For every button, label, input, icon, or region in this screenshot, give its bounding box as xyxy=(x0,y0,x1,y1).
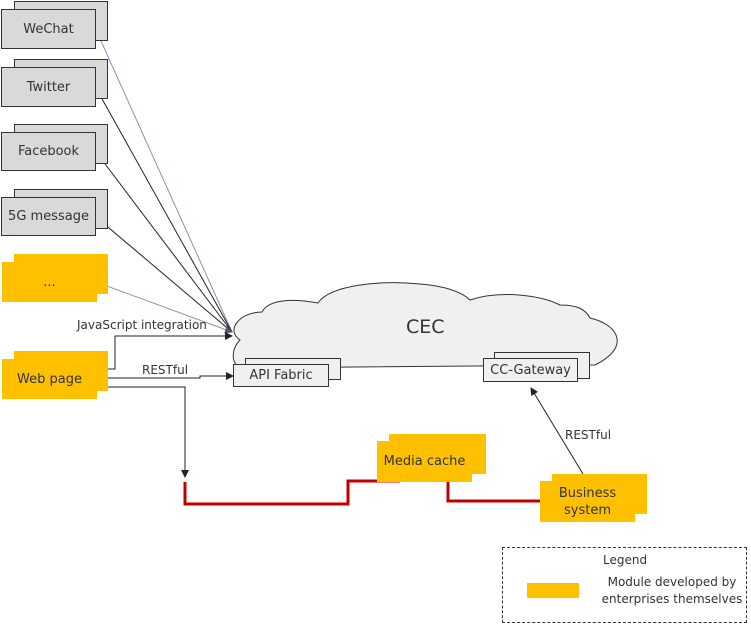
link-red-media xyxy=(183,479,400,506)
edge-label-js: JavaScript integration xyxy=(77,318,207,332)
channel-label: Twitter xyxy=(1,67,96,107)
link-restful-api xyxy=(96,372,234,380)
cc-gateway-node[interactable]: CC-Gateway xyxy=(483,352,590,382)
link-5g xyxy=(95,216,233,333)
business-system-label: Business system xyxy=(540,481,635,522)
edge-label-restful-gateway: RESTful xyxy=(565,428,612,442)
cec-label: CEC xyxy=(406,316,445,338)
edge-label-restful-api: RESTful xyxy=(142,363,189,377)
media-cache-node[interactable]: Media cache xyxy=(377,434,486,482)
channel-more[interactable]: ... xyxy=(2,254,108,302)
link-wechat xyxy=(95,29,233,333)
link-restful-gateway xyxy=(530,387,584,475)
legend: Legend Module developed by enterprises t… xyxy=(502,547,747,623)
link-more xyxy=(95,281,233,334)
channel-facebook[interactable]: Facebook xyxy=(1,124,108,172)
channel-twitter[interactable]: Twitter xyxy=(1,59,108,107)
link-webpage-down xyxy=(96,386,189,478)
channel-label: ... xyxy=(2,262,97,302)
link-facebook xyxy=(95,151,233,333)
web-page-node[interactable]: Web page xyxy=(2,351,108,399)
cc-gateway-label: CC-Gateway xyxy=(483,358,578,382)
api-fabric-label: API Fabric xyxy=(233,364,329,387)
channel-label: Facebook xyxy=(1,132,96,171)
cec-cloud xyxy=(232,282,618,369)
api-fabric-node[interactable]: API Fabric xyxy=(233,358,341,387)
web-page-label: Web page xyxy=(2,359,97,399)
media-cache-label: Media cache xyxy=(377,441,472,482)
link-red-business xyxy=(446,482,541,503)
channel-label: WeChat xyxy=(1,9,96,49)
legend-item-label: Module developed by enterprises themselv… xyxy=(601,575,743,606)
channel-5g-message[interactable]: 5G message xyxy=(1,189,108,237)
channel-wechat[interactable]: WeChat xyxy=(1,1,108,49)
legend-title: Legend xyxy=(603,553,648,567)
legend-swatch-self-developed xyxy=(527,583,579,598)
business-system-node[interactable]: Business system xyxy=(540,474,647,522)
channel-label: 5G message xyxy=(1,197,96,236)
link-twitter xyxy=(95,87,233,333)
